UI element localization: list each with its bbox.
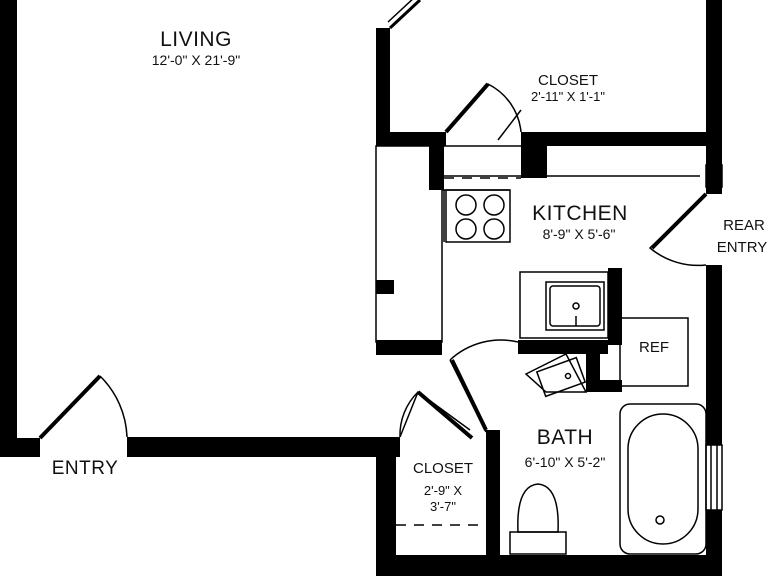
room-name-closet-bottom: CLOSET [412, 460, 473, 477]
bath-door [449, 339, 519, 433]
room-dims-closet-bottom-2: 3'-7" [430, 499, 456, 514]
room-dims-kitchen: 8'-9" X 5'-6" [542, 226, 616, 242]
room-dims-closet-top: 2'-11" X 1'-1" [531, 89, 605, 104]
wall-bath-inner [586, 340, 600, 392]
room-dims-bath: 6'-10" X 5'-2" [524, 454, 606, 470]
wall-bath-left [486, 430, 500, 576]
wall-bedroom-bottom-left [376, 132, 446, 146]
entry-door-swing [39, 375, 128, 439]
room-name-kitchen: KITCHEN [532, 202, 628, 225]
toilet [509, 483, 567, 555]
wall-closet-right [521, 132, 547, 178]
wall-closet-bottom [396, 555, 500, 576]
walls [0, 0, 722, 576]
room-name-closet-top: CLOSET [537, 72, 598, 89]
wall-bath-bottom [500, 555, 722, 576]
bath-sink [524, 353, 588, 398]
rear-entry-door [648, 193, 707, 267]
closet-top-door [445, 83, 522, 133]
room-name-living: LIVING [160, 28, 232, 51]
rear-entry-label-2: ENTRY [716, 239, 768, 256]
bedroom-door [388, 0, 422, 30]
wall-right-upper [706, 0, 722, 194]
wall-closet-left [376, 457, 396, 576]
closet-shelves [396, 145, 700, 526]
wall-living-kitchen-upper [376, 28, 390, 146]
kitchen-sink [545, 281, 605, 331]
refrigerator [619, 317, 689, 387]
wall-living-kitchen-lower [376, 340, 442, 355]
wall-left [0, 0, 17, 457]
wall-bottom-living-right [127, 437, 400, 457]
closet-bottom-door [399, 391, 471, 438]
refrigerator-label: REF [639, 339, 669, 356]
entry-label: ENTRY [51, 458, 119, 479]
doors [38, 0, 708, 440]
wall-bottom-living [0, 438, 40, 457]
wall-closet-stub [429, 146, 444, 190]
wall-right-lower [706, 265, 722, 445]
wall-bath-top [518, 340, 608, 354]
room-name-bath: BATH [536, 426, 594, 449]
room-dims-closet-bottom-1: 2'-9" X [423, 483, 463, 498]
stove [445, 189, 511, 243]
rear-entry-label-1: REAR [723, 217, 765, 234]
wall-small-notch [376, 280, 394, 294]
wall-bedroom-bottom-right [547, 132, 722, 146]
wall-kitchen-right [608, 268, 622, 345]
room-dims-living: 12'-0" X 21'-9" [151, 52, 241, 68]
bathtub [619, 403, 707, 555]
